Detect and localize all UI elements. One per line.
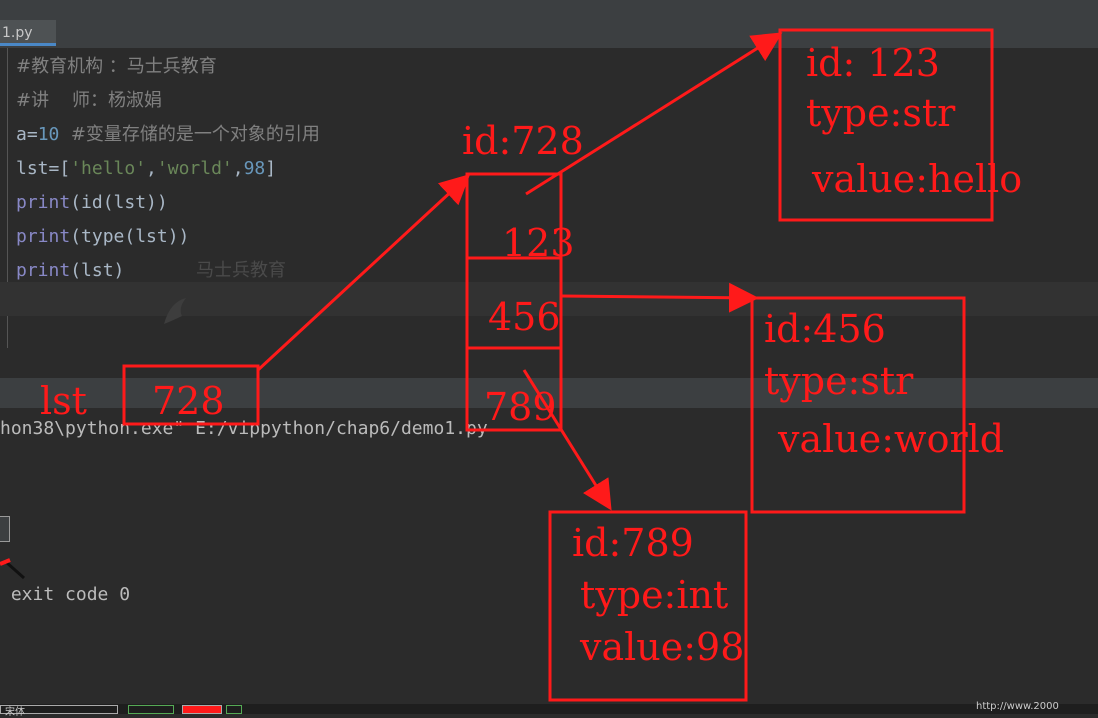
variable-name-label: lst <box>40 379 87 423</box>
variable-value-label: 728 <box>152 379 225 423</box>
obj-98-type: type:int <box>580 573 728 617</box>
obj-98-value: value:98 <box>579 625 744 669</box>
code-text: , <box>146 158 157 179</box>
code-text: lst=[ <box>16 158 71 179</box>
pointer-cursor-icon <box>0 558 25 580</box>
arrow-lst-to-list <box>256 173 471 372</box>
code-builtin: print <box>16 192 71 213</box>
gutter-divider <box>7 48 8 348</box>
code-line-2: #讲 师：杨淑娟 <box>16 90 162 111</box>
code-line-4: lst=['hello','world',98] <box>16 154 276 184</box>
code-string: 'world' <box>156 158 233 179</box>
watermark-text: 马士兵教育 <box>196 260 286 281</box>
run-panel-header <box>0 378 1098 408</box>
obj-98-id: id:789 <box>572 521 694 565</box>
code-builtin: print <box>16 226 71 247</box>
list-id-label: id:728 <box>462 119 584 163</box>
console-exit-line: exit code 0 <box>0 584 131 605</box>
code-number: 98 <box>243 158 266 179</box>
code-text: (id(lst)) <box>70 192 168 213</box>
variable-box <box>122 364 260 426</box>
tab-demo1-py[interactable]: 1.py <box>0 20 56 46</box>
object-box-world <box>750 296 966 514</box>
window-top-bar <box>0 0 1098 16</box>
code-line-3: a=10 #变量存储的是一个对象的引用 <box>16 120 320 150</box>
obj-hello-id: id: 123 <box>806 41 940 85</box>
obj-hello-value: value:hello <box>811 157 1022 201</box>
obj-world-id: id:456 <box>764 307 886 351</box>
code-text: , <box>232 158 244 179</box>
panel-separator <box>0 348 1098 378</box>
object-box-hello <box>778 28 994 222</box>
arrow-cell0-to-hello <box>525 32 783 196</box>
arrow-cell2-to-98 <box>522 369 612 511</box>
watermark-logo-icon <box>164 298 186 324</box>
code-text: (lst) <box>70 260 125 281</box>
list-cell-2 <box>465 346 563 432</box>
code-number: 10 <box>37 124 60 145</box>
arrow-cell1-to-world <box>560 282 759 313</box>
code-builtin: print <box>16 260 71 281</box>
cell-1-label: 456 <box>488 295 561 339</box>
cell-0-label: 123 <box>502 221 575 265</box>
editor-tab-bar: 1.py <box>0 16 1098 49</box>
code-line-6: print(type(lst)) <box>16 222 189 252</box>
code-text: (type(lst)) <box>70 226 190 247</box>
code-line-5: print(id(lst)) <box>16 188 168 218</box>
console-side-button[interactable] <box>0 516 10 542</box>
code-text: ] <box>265 158 277 179</box>
code-comment: #变量存储的是一个对象的引用 <box>59 124 320 145</box>
code-text: a= <box>16 124 38 145</box>
obj-world-value: value:world <box>777 417 1004 461</box>
object-box-98 <box>548 510 748 702</box>
status-font-label: 宋体 <box>5 707 25 718</box>
status-url: http://www.2000 <box>976 701 1059 712</box>
code-string: 'hello' <box>70 158 147 179</box>
obj-hello-type: type:str <box>806 91 956 135</box>
code-line-1: #教育机构 ：马士兵教育 <box>16 56 217 77</box>
cell-2-label: 789 <box>484 385 557 429</box>
code-line-7: print(lst) <box>16 256 124 286</box>
obj-world-type: type:str <box>764 359 914 403</box>
